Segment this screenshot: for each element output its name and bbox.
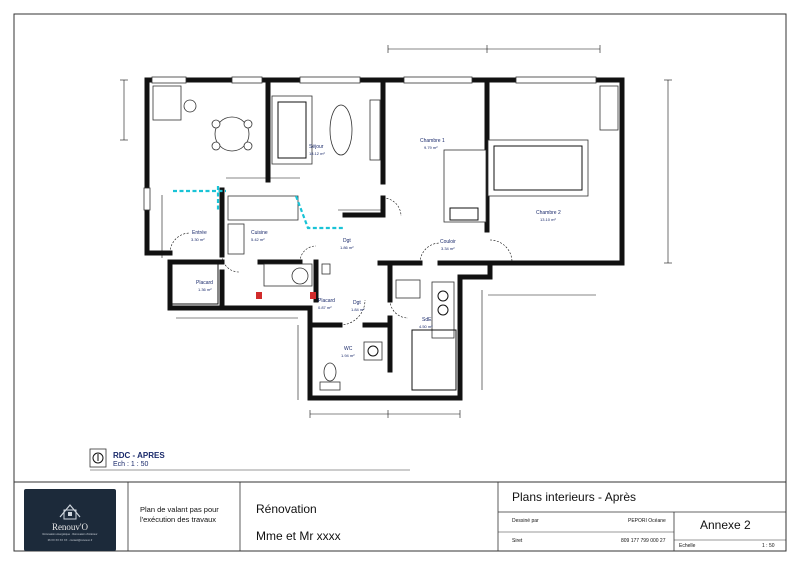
room-name-placard-1: Placard — [196, 280, 213, 286]
room-name-sde: SdE — [422, 317, 432, 323]
doors — [169, 197, 513, 326]
sheet-border — [13, 13, 787, 552]
room-labels: Séjour 18.12 m² Chambre 1 9.79 m² Chambr… — [191, 138, 561, 358]
drawn-by-value: PEPORI Océane — [628, 518, 666, 524]
siret-value: 809 177 799 000 27 — [621, 538, 666, 544]
furniture — [152, 85, 619, 391]
plan-level-label: RDC - APRES — [113, 451, 165, 460]
scale-block — [89, 448, 410, 471]
room-area-couloir: 3.34 m² — [441, 246, 455, 251]
windows — [143, 76, 597, 211]
room-name-couloir: Couloir — [440, 239, 456, 245]
room-name-chambre-2: Chambre 2 — [536, 210, 561, 216]
disclaimer-line-1: Plan de valant pas pour — [140, 505, 219, 514]
room-area-placard-1: 1.36 m² — [198, 287, 212, 292]
disclaimer-line-2: l'exécution des travaux — [140, 515, 217, 524]
walls — [144, 77, 625, 401]
title-block-lines — [14, 481, 786, 551]
room-area-dgt-2: 1.84 m² — [351, 307, 365, 312]
company-tagline: Rénovation énergétique · Rénovation d'in… — [42, 533, 98, 536]
room-area-placard-2: 0.87 m² — [318, 305, 332, 310]
project-title: Rénovation — [256, 502, 317, 516]
company-contact: 06 XX XX XX XX · contact@renouvo.fr — [47, 539, 93, 542]
room-area-entree: 3.30 m² — [191, 237, 205, 242]
room-area-sde: 4.50 m² — [419, 324, 433, 329]
room-area-wc: 1.94 m² — [341, 353, 355, 358]
room-name-dgt-1: Dgt — [343, 238, 351, 244]
echelle-label: Echelle — [679, 543, 696, 549]
plan-scale-label: Ech : 1 : 50 — [113, 461, 149, 468]
room-name-sejour: Séjour — [309, 144, 324, 150]
room-area-sejour: 18.12 m² — [309, 151, 325, 156]
room-name-chambre-1: Chambre 1 — [420, 138, 445, 144]
company-logo: Renouv'O Rénovation énergétique · Rénova… — [24, 489, 116, 551]
dimension-lines — [120, 45, 672, 418]
room-area-cuisine: 5.42 m² — [251, 237, 265, 242]
room-name-cuisine: Cuisine — [251, 230, 268, 236]
plan-title: Plans interieurs - Après — [512, 490, 637, 504]
client-name: Mme et Mr xxxx — [256, 529, 341, 543]
drawn-by-label: Dessiné par — [512, 518, 539, 524]
siret-label: Siret — [512, 538, 523, 544]
annexe-number: Annexe 2 — [700, 518, 751, 532]
room-area-dgt-1: 1.86 m² — [340, 245, 354, 250]
room-name-entree: Entrée — [192, 230, 207, 236]
room-area-chambre-1: 9.79 m² — [424, 145, 438, 150]
room-name-dgt-2: Dgt — [353, 300, 361, 306]
room-name-wc: WC — [344, 346, 353, 352]
room-name-placard-2: Placard — [318, 298, 335, 304]
house-logo-icon — [59, 504, 81, 520]
echelle-value: 1 : 50 — [762, 543, 775, 549]
company-name: Renouv'O — [51, 522, 89, 532]
room-area-chambre-2: 13.10 m² — [540, 217, 556, 222]
partition-markers — [173, 186, 344, 299]
